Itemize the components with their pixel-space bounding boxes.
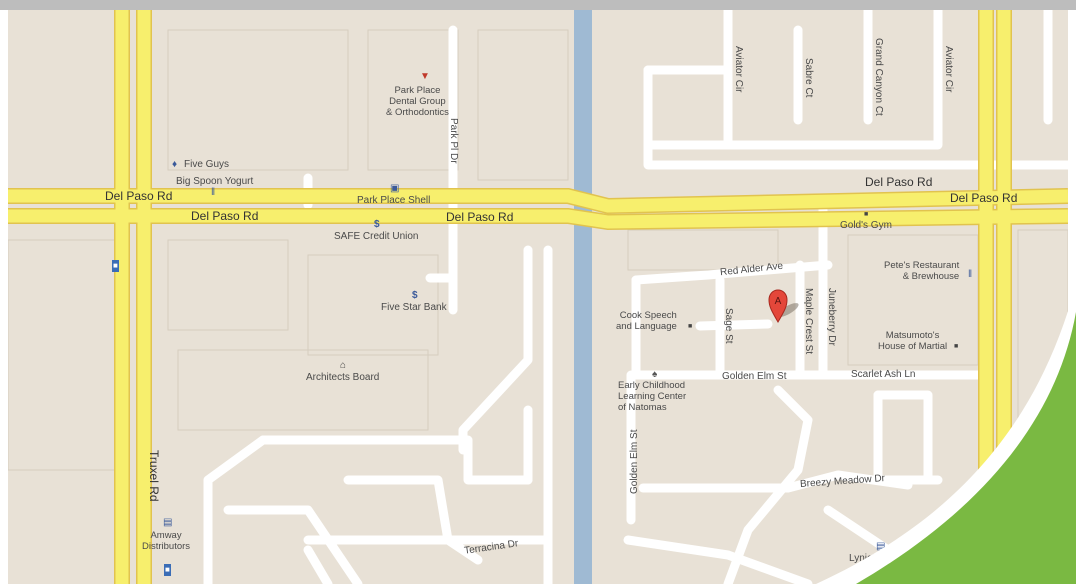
poi-park-place-dental[interactable]: Park Place Dental Group & Orthodontics xyxy=(386,85,449,118)
road-label-del-paso-upper-left: Del Paso Rd xyxy=(105,189,173,203)
building-icon[interactable]: ⌂ xyxy=(340,360,347,371)
fork-knife-icon: ǁ xyxy=(968,269,973,280)
road-label-golden-elm-horizontal: Golden Elm St xyxy=(722,371,787,382)
poi-safe-credit-union[interactable]: SAFE Credit Union xyxy=(334,231,419,242)
poi-petes-restaurant[interactable]: Pete's Restaurant & Brewhouse xyxy=(884,260,960,282)
canal xyxy=(574,10,592,584)
road-label-sage: Sage St xyxy=(723,308,734,344)
road-label-aviator-1: Aviator Cir xyxy=(733,46,744,93)
map-viewport[interactable]: A Del Paso Rd Del Paso Rd Del Paso Rd De… xyxy=(8,10,1068,584)
road-label-del-paso-lower-right: Del Paso Rd xyxy=(950,191,1018,205)
major-roads xyxy=(8,10,1068,584)
road-label-sabre: Sabre Ct xyxy=(803,58,814,98)
road-label-grand-canyon: Grand Canyon Ct xyxy=(873,38,884,116)
road-label-del-paso-upper-right: Del Paso Rd xyxy=(865,175,933,189)
dollar-icon[interactable]: $ xyxy=(412,290,418,301)
bus-icon[interactable]: ■ xyxy=(164,564,171,576)
gym-marker-icon: ■ xyxy=(864,211,869,218)
poi-matsumoto[interactable]: Matsumoto's House of Martial xyxy=(878,330,948,352)
road-label-del-paso-lower-mid: Del Paso Rd xyxy=(446,210,514,224)
parcel-outlines xyxy=(8,29,1068,481)
dollar-icon[interactable]: $ xyxy=(374,219,380,230)
poi-golds-gym[interactable]: Gold's Gym xyxy=(840,220,892,231)
minor-roads xyxy=(203,10,1068,584)
major-road-edges xyxy=(8,10,1068,584)
poi-park-place-shell[interactable]: Park Place Shell xyxy=(357,195,431,206)
road-label-maple-crest: Maple Crest St xyxy=(803,288,814,355)
poi-big-spoon[interactable]: Big Spoon Yogurt xyxy=(176,176,254,187)
road-label-aviator-2: Aviator Cir xyxy=(943,46,954,93)
road-label-scarlet-ash: Scarlet Ash Ln xyxy=(851,369,916,380)
poi-architects-board[interactable]: Architects Board xyxy=(306,372,380,383)
poi-cook-speech[interactable]: Cook Speech and Language xyxy=(616,310,677,332)
road-label-truxel: Truxel Rd xyxy=(147,450,161,502)
marker-letter: A xyxy=(775,296,782,307)
road-label-del-paso-lower-left: Del Paso Rd xyxy=(191,209,259,223)
bag-icon[interactable]: ▤ xyxy=(163,517,173,528)
fork-knife-icon[interactable]: ♦ xyxy=(172,159,178,170)
road-label-juneberry: Juneberry Dr xyxy=(826,288,837,346)
speech-marker-icon: ■ xyxy=(688,323,693,330)
martial-arts-marker-icon: ■ xyxy=(954,343,959,350)
poi-early-childhood[interactable]: Early Childhood Learning Center of Natom… xyxy=(618,380,687,413)
location-marker-a[interactable]: A xyxy=(768,289,800,323)
fork-knife-icon: ǁ xyxy=(211,187,216,198)
poi-lynies-variety[interactable]: Lynie's Variety xyxy=(849,553,913,564)
map-canvas[interactable]: A xyxy=(8,10,1068,584)
road-label-golden-elm-vertical: Golden Elm St xyxy=(629,429,640,494)
bag-icon[interactable]: ▤ xyxy=(876,541,886,552)
poi-five-guys[interactable]: Five Guys xyxy=(184,159,230,170)
tooth-icon[interactable]: ▼ xyxy=(420,71,430,82)
top-bar xyxy=(0,0,1076,10)
bus-icon[interactable]: ■ xyxy=(112,260,119,272)
poi-amway-distributors[interactable]: Amway Distributors xyxy=(142,530,191,552)
road-label-park-pl: Park Pl Dr xyxy=(448,118,459,164)
school-icon[interactable]: ♠ xyxy=(652,369,658,380)
gas-station-icon[interactable]: ▣ xyxy=(390,183,400,194)
poi-five-star-bank[interactable]: Five Star Bank xyxy=(381,302,447,313)
